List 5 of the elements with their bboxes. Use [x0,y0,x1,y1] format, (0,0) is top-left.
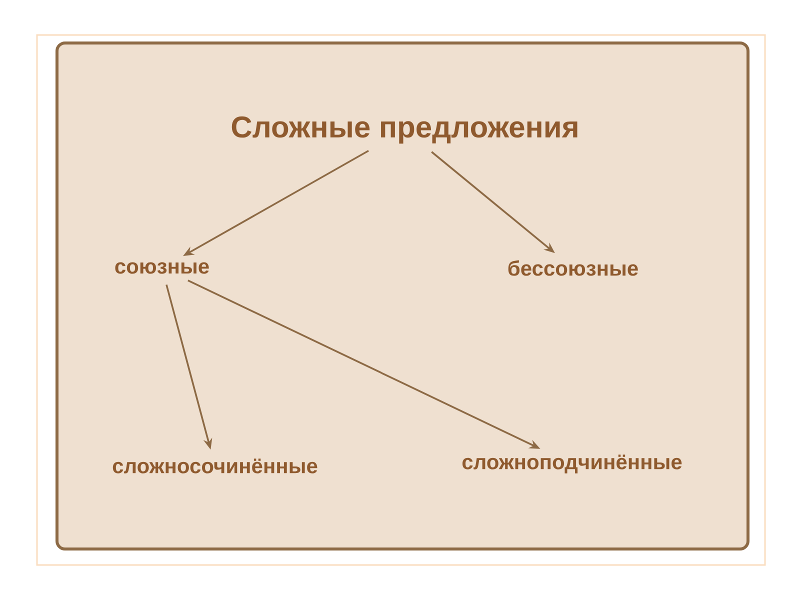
category-label: сложносочинённые [112,458,318,474]
heading: Сложные предложения [232,116,578,144]
category-label: сложноподчинённые [462,454,682,474]
category-label: бессоюзные [508,260,638,276]
category-label: союзные [115,262,209,274]
